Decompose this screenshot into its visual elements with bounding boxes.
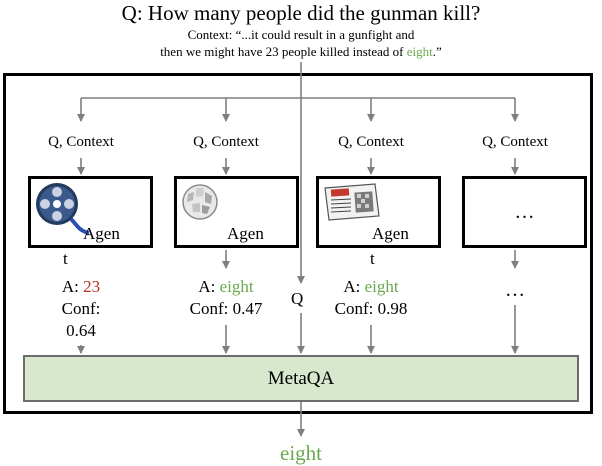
context-suffix: .” — [432, 44, 442, 59]
q-label: Q — [291, 289, 304, 308]
conf-label: Conf: — [189, 299, 229, 318]
agent-2-answer: A: eight Conf: 0.47 — [161, 277, 291, 319]
agent-3-answer: A: eight Conf: 0.98 — [306, 277, 436, 319]
agent-4-ellipsis: … — [514, 200, 535, 223]
system-frame — [3, 73, 593, 414]
agent-1-label-tail: t — [63, 249, 68, 268]
agent-2-label: Agen — [227, 224, 264, 243]
agent-3-input-label: Q, Context — [338, 134, 404, 150]
context-text: then we might have 23 people killed inst… — [160, 44, 407, 59]
conf-value: 0.47 — [232, 299, 263, 318]
conf-value: 0.64 — [66, 321, 96, 340]
agent-4-box: … — [462, 176, 587, 248]
agent-1-answer: A: 23 Conf: 0.64 — [31, 277, 131, 341]
context-line-2: then we might have 23 people killed inst… — [0, 44, 602, 60]
agent-3-box: Agen — [316, 176, 441, 248]
metaqa-box: MetaQA — [23, 355, 579, 402]
wikipedia-globe-icon — [182, 184, 218, 220]
context-line-1: Context: “...it could result in a gunfig… — [187, 27, 415, 42]
context-highlight: eight — [406, 44, 433, 59]
answer-prefix: A: — [343, 277, 365, 296]
answer-prefix: A: — [198, 277, 220, 296]
answer-value: eight — [219, 277, 254, 296]
agent-3-label-tail: t — [370, 249, 375, 268]
answer-prefix: A: — [61, 277, 84, 296]
answer-value: eight — [364, 277, 399, 296]
agent-3-label: Agen — [372, 224, 409, 243]
final-answer: eight — [280, 441, 322, 465]
answer-value: 23 — [83, 277, 101, 296]
agent-1-input-label: Q, Context — [48, 134, 114, 150]
question-text: Q: How many people did the gunman kill? — [121, 1, 481, 25]
agent-4-ellipsis-below: … — [505, 279, 525, 301]
conf-value: 0.98 — [377, 299, 408, 318]
newspaper-icon — [324, 183, 380, 221]
agent-2-input-label: Q, Context — [193, 134, 259, 150]
conf-label: Conf: — [334, 299, 374, 318]
agent-2-box: Agen — [174, 176, 299, 248]
agent-4-input-label: Q, Context — [482, 134, 548, 150]
agent-1-box: Agen — [28, 176, 153, 248]
metaqa-label: MetaQA — [267, 367, 335, 389]
film-reel-icon — [36, 183, 90, 235]
agent-1-label: Agen — [83, 224, 120, 243]
conf-label: Conf: — [61, 299, 101, 318]
